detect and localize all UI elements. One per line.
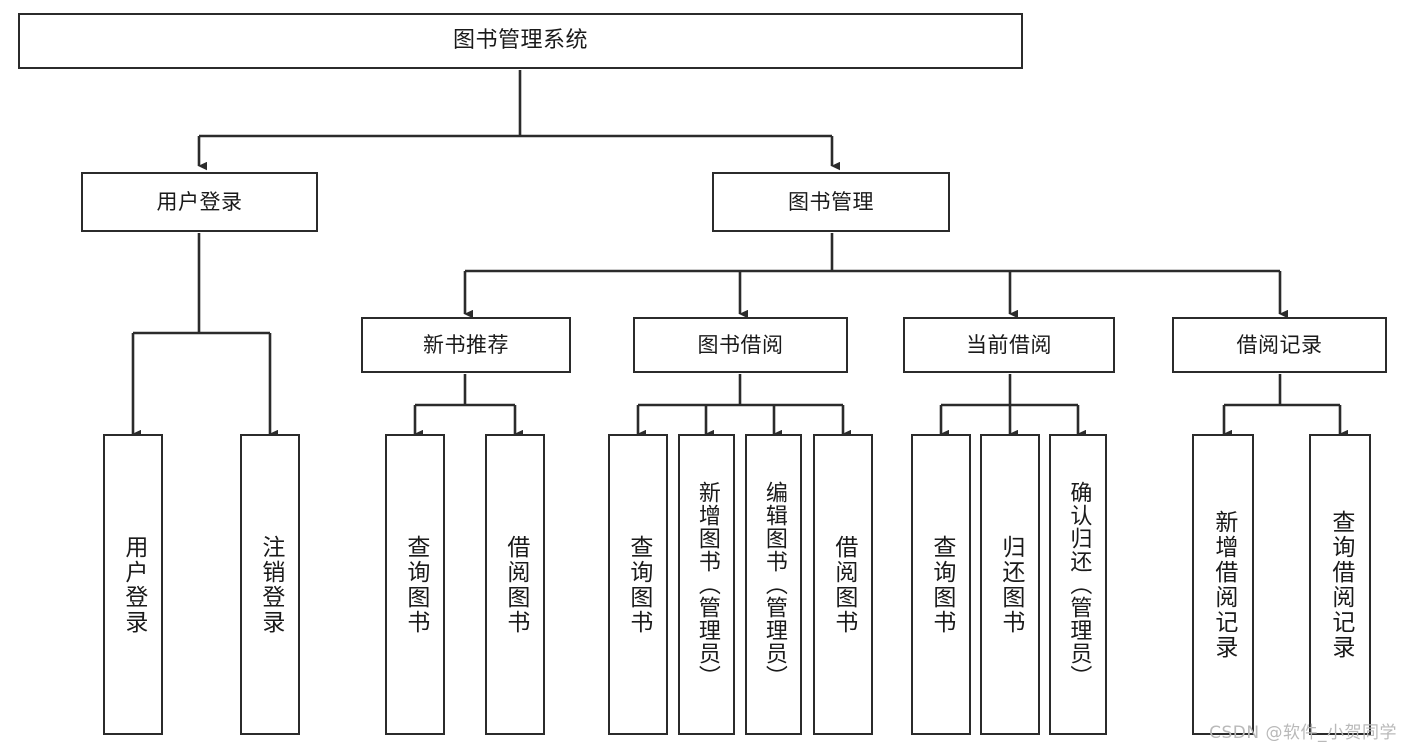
node-label: 注销登录 — [257, 534, 284, 635]
leaf-book-borrow-query-book[interactable]: 查询图书 — [608, 434, 668, 735]
leaf-borrow-record-query-record[interactable]: 查询借阅记录 — [1309, 434, 1371, 735]
leaf-current-borrow-confirm-return-admin[interactable]: 确认归还（管理员） — [1049, 434, 1107, 735]
leaf-book-borrow-add-book-admin[interactable]: 新增图书（管理员） — [678, 434, 735, 735]
node-label: 新增图书（管理员） — [694, 481, 720, 688]
node-borrow-record[interactable]: 借阅记录 — [1172, 317, 1387, 373]
leaf-current-borrow-query-book[interactable]: 查询图书 — [911, 434, 971, 735]
node-book-management[interactable]: 图书管理 — [712, 172, 950, 232]
node-label: 查询图书 — [625, 534, 652, 635]
node-user-login[interactable]: 用户登录 — [81, 172, 318, 232]
node-label: 新书推荐 — [423, 332, 509, 357]
node-label: 查询图书 — [402, 534, 429, 635]
leaf-new-book-borrow-book[interactable]: 借阅图书 — [485, 434, 545, 735]
node-label: 图书借阅 — [697, 332, 784, 357]
leaf-borrow-record-add-record[interactable]: 新增借阅记录 — [1192, 434, 1254, 735]
node-label: 借阅记录 — [1236, 332, 1323, 357]
node-current-borrow[interactable]: 当前借阅 — [903, 317, 1115, 373]
node-label: 当前借阅 — [966, 332, 1052, 357]
node-label: 查询借阅记录 — [1327, 509, 1354, 660]
node-label: 新增借阅记录 — [1210, 509, 1237, 660]
leaf-book-borrow-borrow-book[interactable]: 借阅图书 — [813, 434, 873, 735]
node-book-borrow[interactable]: 图书借阅 — [633, 317, 848, 373]
node-label: 借阅图书 — [830, 534, 857, 635]
leaf-current-borrow-return-book[interactable]: 归还图书 — [980, 434, 1040, 735]
leaf-user-login-logout[interactable]: 注销登录 — [240, 434, 300, 735]
node-root-book-management-system[interactable]: 图书管理系统 — [18, 13, 1023, 69]
node-label: 借阅图书 — [502, 534, 529, 635]
node-new-book-recommendation[interactable]: 新书推荐 — [361, 317, 571, 373]
watermark-csdn: CSDN @软件_小贺同学 — [1209, 723, 1397, 743]
node-label: 查询图书 — [928, 534, 955, 635]
node-label: 编辑图书（管理员） — [761, 481, 787, 688]
node-label: 用户登录 — [156, 189, 243, 214]
node-label: 确认归还（管理员） — [1066, 481, 1092, 688]
node-label: 用户登录 — [120, 534, 147, 635]
node-label: 图书管理 — [788, 189, 874, 214]
leaf-new-book-query-book[interactable]: 查询图书 — [385, 434, 445, 735]
node-label: 图书管理系统 — [452, 28, 588, 54]
leaf-user-login-login[interactable]: 用户登录 — [103, 434, 163, 735]
leaf-book-borrow-edit-book-admin[interactable]: 编辑图书（管理员） — [745, 434, 802, 735]
node-label: 归还图书 — [997, 534, 1024, 635]
